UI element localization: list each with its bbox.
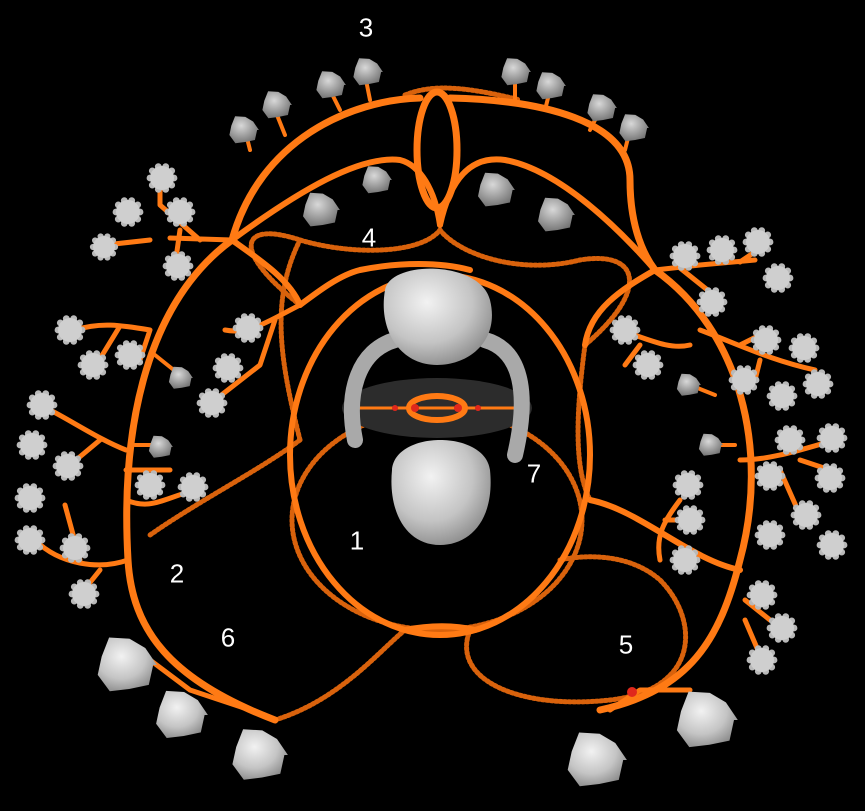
spiky-gray-cell-icon: [767, 613, 798, 643]
spiky-gray-cell-icon: [27, 390, 58, 420]
spiky-gray-cell-icon: [90, 233, 118, 260]
spiky-gray-cell-icon: [165, 197, 196, 227]
spiky-gray-cell-icon: [633, 350, 664, 380]
large-gray-cell-icon: [391, 440, 490, 545]
spiky-gray-cell-icon: [69, 579, 100, 609]
spiky-gray-cell-icon: [178, 472, 209, 502]
label-5: 5: [619, 630, 633, 661]
small-gray-cell-icon: [478, 173, 515, 207]
large-gray-cell-icon: [677, 692, 738, 748]
spiky-gray-cell-icon: [55, 315, 86, 345]
red-node: [392, 405, 398, 411]
ring-2-top: [150, 440, 300, 535]
spiky-gray-cell-icon: [789, 333, 820, 363]
small-gray-cell-icon: [587, 94, 617, 121]
ring-6: [275, 630, 405, 720]
large-gray-cell-icon: [98, 638, 157, 692]
spiky-gray-cell-icon: [743, 227, 774, 257]
small-gray-cell-icon: [536, 72, 566, 99]
spiky-gray-cell-icon: [747, 645, 778, 675]
red-node: [454, 404, 462, 412]
label-1: 1: [350, 526, 364, 557]
spiky-gray-cell-icon: [675, 505, 706, 535]
red-node: [475, 405, 481, 411]
small-gray-cell-icon: [677, 374, 701, 396]
spiky-gray-cell-icon: [115, 340, 146, 370]
small-gray-cell-icon: [538, 198, 575, 232]
small-gray-cell-icon: [699, 434, 723, 456]
spiky-gray-cell-icon: [755, 461, 786, 491]
spiky-gray-cell-icon: [113, 197, 144, 227]
spiky-gray-cell-icon: [135, 470, 166, 500]
large-gray-cell-icon: [156, 691, 208, 738]
small-gray-cell-icon: [303, 193, 340, 227]
label-7: 7: [527, 459, 541, 490]
small-gray-cell-icon: [316, 71, 346, 98]
label-2: 2: [170, 559, 184, 590]
small-gray-cell-icon: [501, 58, 531, 85]
spiky-gray-cell-icon: [233, 313, 264, 343]
spiky-gray-cell-icon: [17, 430, 48, 460]
small-gray-cell-icon: [362, 166, 392, 193]
spiky-gray-cell-icon: [163, 251, 194, 281]
spiky-gray-cell-icon: [15, 483, 46, 513]
small-gray-cell-icon: [229, 116, 259, 143]
spiky-gray-cell-icon: [610, 315, 641, 345]
spiky-gray-cell-icon: [817, 530, 848, 560]
ring-5: [467, 557, 686, 702]
small-gray-cell-icon: [619, 114, 649, 141]
spiky-gray-cell-icon: [15, 525, 46, 555]
small-gray-cell-icon: [262, 91, 292, 118]
small-gray-cell-icon: [169, 367, 193, 389]
spiky-gray-cell-icon: [817, 423, 848, 453]
label-4: 4: [362, 223, 376, 254]
branch-top-loop: [417, 92, 457, 208]
large-gray-cell-icon: [384, 269, 492, 365]
red-node: [627, 687, 637, 697]
small-gray-cell-icon: [149, 436, 173, 458]
small-gray-cell-icon: [353, 58, 383, 85]
spiky-gray-cell-icon: [763, 263, 794, 293]
red-node: [411, 404, 419, 412]
label-3: 3: [359, 13, 373, 44]
spiky-gray-cell-icon: [755, 520, 786, 550]
spiky-gray-cell-icon: [673, 470, 704, 500]
spiky-gray-cell-icon: [147, 163, 178, 193]
large-gray-cell-icon: [568, 733, 627, 787]
spiky-gray-cell-icon: [767, 381, 798, 411]
label-6: 6: [221, 623, 235, 654]
large-gray-cell-icon: [232, 729, 288, 780]
spiky-gray-cell-icon: [803, 369, 834, 399]
